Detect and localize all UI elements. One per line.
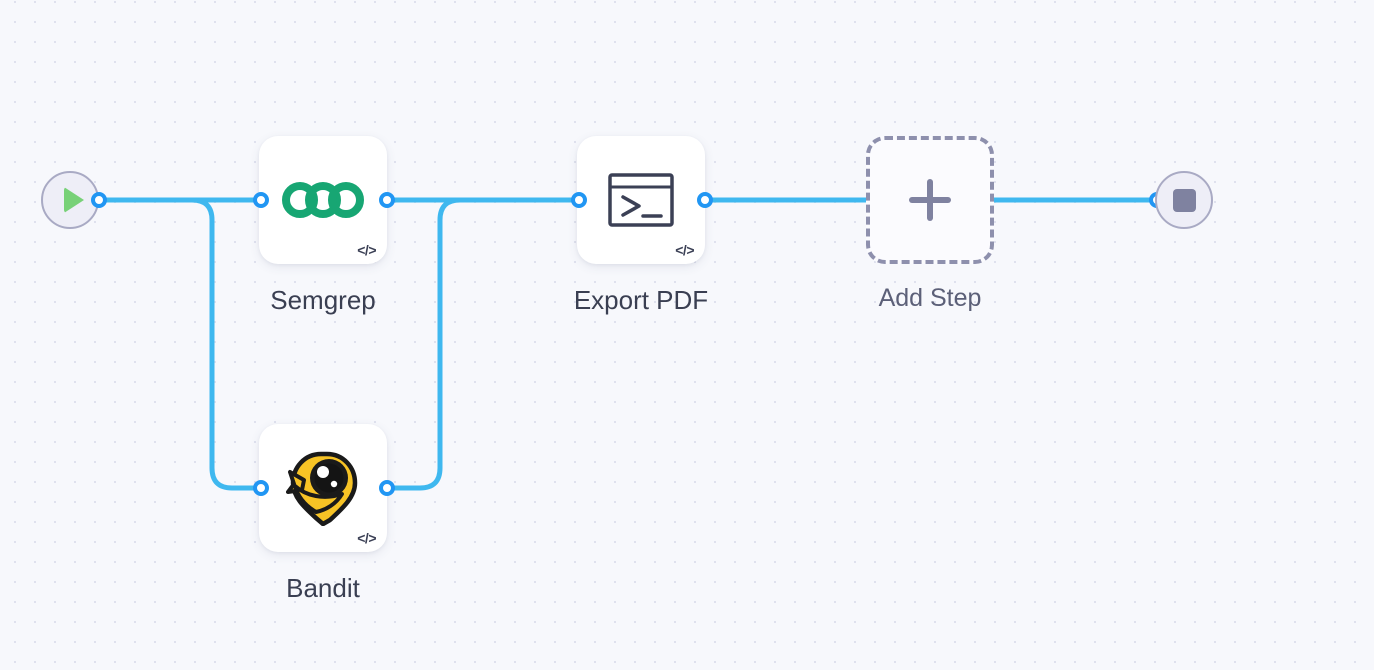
- node-bandit[interactable]: </>: [259, 424, 387, 552]
- node-semgrep-input-port[interactable]: [253, 192, 269, 208]
- node-semgrep-icon-area: [259, 136, 387, 264]
- add-step-button[interactable]: [866, 136, 994, 264]
- edge-start-bandit: [96, 197, 264, 491]
- node-semgrep[interactable]: </>: [259, 136, 387, 264]
- node-bandit-input-port[interactable]: [253, 480, 269, 496]
- end-node[interactable]: [1155, 171, 1213, 229]
- semgrep-logo-icon: [282, 182, 364, 218]
- node-semgrep-label: Semgrep: [270, 285, 376, 315]
- terminal-icon: [608, 173, 674, 227]
- node-export-pdf[interactable]: </>: [577, 136, 705, 264]
- stop-icon: [1172, 188, 1196, 212]
- plus-icon-vertical: [927, 179, 933, 221]
- edge-bandit-exportpdf: [384, 197, 582, 491]
- node-export-pdf-output-port[interactable]: [697, 192, 713, 208]
- node-bandit-output-port[interactable]: [379, 480, 395, 496]
- start-node-output-port[interactable]: [91, 192, 107, 208]
- code-badge-icon: </>: [357, 530, 376, 546]
- node-export-pdf-icon-area: [577, 136, 705, 264]
- start-node[interactable]: [41, 171, 99, 229]
- code-badge-icon: </>: [675, 242, 694, 258]
- node-bandit-label: Bandit: [286, 573, 360, 603]
- node-semgrep-output-port[interactable]: [379, 192, 395, 208]
- code-badge-icon: </>: [357, 242, 376, 258]
- play-icon: [63, 187, 84, 213]
- node-export-pdf-input-port[interactable]: [571, 192, 587, 208]
- node-bandit-icon-area: [259, 424, 387, 552]
- add-step-label: Add Step: [878, 284, 982, 312]
- node-export-pdf-label: Export PDF: [573, 285, 709, 315]
- bandit-logo-icon: [286, 451, 358, 526]
